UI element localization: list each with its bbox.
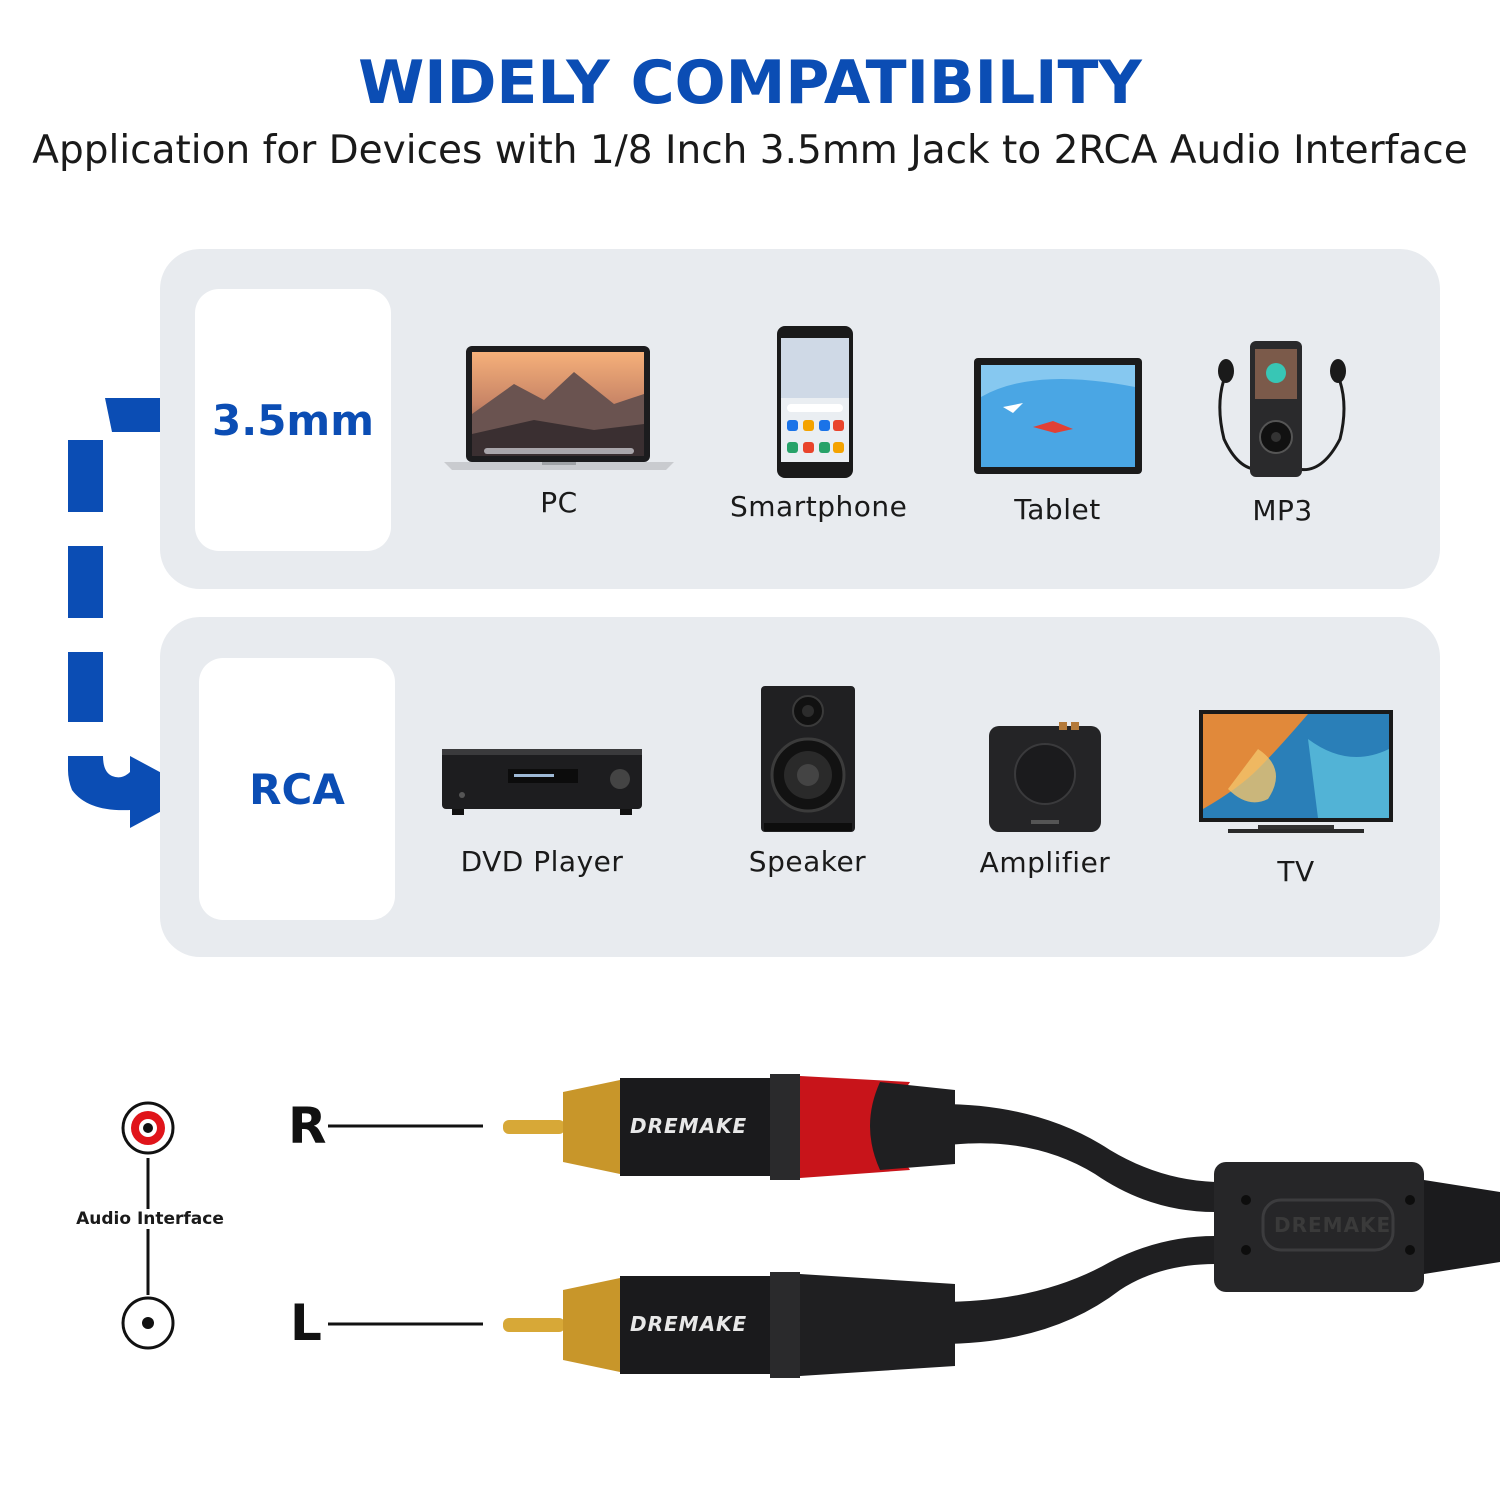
laptop-icon — [444, 346, 674, 470]
device-dvd-player: DVD Player — [442, 747, 642, 878]
tablet-icon — [973, 358, 1142, 474]
mp3-player-icon — [1218, 341, 1346, 477]
device-label: TV — [1277, 855, 1315, 888]
speaker-icon — [760, 686, 855, 832]
source-devices-panel: 3.5mm PC — [160, 249, 1440, 589]
red-jack-icon — [121, 1101, 175, 1155]
rca-tag: RCA — [199, 658, 395, 920]
amplifier-icon — [989, 722, 1101, 832]
dashed-arrow-icon — [68, 398, 197, 828]
device-pc: PC — [443, 344, 675, 519]
right-channel-label: R — [288, 1097, 327, 1155]
brand-logo-splitter: DREMAKE — [1274, 1213, 1392, 1237]
left-channel-label: L — [290, 1294, 322, 1352]
white-jack-icon — [121, 1296, 175, 1350]
rca-cable-icon — [503, 1074, 1500, 1378]
device-tablet: Tablet — [960, 357, 1155, 526]
target-devices-panel: RCA DVD Player Speaker — [160, 617, 1440, 957]
device-smartphone: Smartphone — [730, 324, 908, 523]
device-speaker: Speaker — [735, 685, 880, 878]
smartphone-icon — [777, 326, 853, 478]
device-label: Speaker — [748, 845, 867, 878]
page-title: WIDELY COMPATIBILITY — [358, 48, 1142, 118]
device-label: DVD Player — [460, 845, 624, 878]
device-label: PC — [540, 486, 578, 519]
dvd-player-icon — [442, 749, 642, 815]
device-amplifier: Amplifier — [970, 722, 1120, 879]
device-label: MP3 — [1252, 494, 1313, 527]
brand-logo-left-plug: DREMAKE — [630, 1312, 748, 1336]
device-label: Tablet — [1014, 493, 1101, 526]
device-label: Amplifier — [979, 846, 1111, 879]
device-label: Smartphone — [730, 490, 908, 523]
page-subtitle: Application for Devices with 1/8 Inch 3.… — [32, 128, 1468, 173]
device-tv: TV — [1198, 709, 1394, 888]
tv-icon — [1199, 710, 1393, 833]
brand-logo-right-plug: DREMAKE — [630, 1114, 748, 1138]
device-mp3: MP3 — [1210, 339, 1355, 527]
audio-interface-label: Audio Interface — [70, 1209, 230, 1229]
jack-3-5mm-tag: 3.5mm — [195, 289, 391, 551]
